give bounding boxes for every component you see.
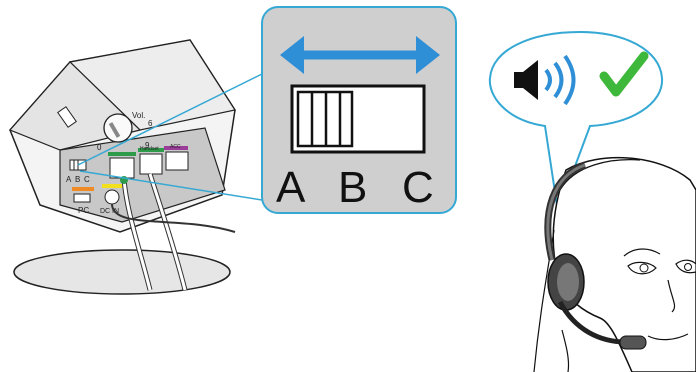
purple-port-strip (164, 146, 188, 150)
switch-zoom-panel: A B C (261, 6, 457, 214)
speaker-icon (514, 54, 576, 106)
volume-scale-mid: 6 (148, 119, 153, 128)
microphone (619, 335, 647, 350)
acc-port-label: ACC (170, 144, 181, 150)
base-switch-label-c: C (84, 175, 90, 184)
check-icon (599, 51, 649, 97)
base-stand (13, 249, 231, 295)
eye-left (627, 261, 657, 275)
pc-port-strip (72, 187, 94, 191)
volume-label: Vol. (132, 111, 145, 120)
dc-in-label: DC IN (100, 208, 119, 215)
base-switch-label-b: B (75, 175, 80, 184)
pc-port[interactable] (73, 193, 91, 203)
zoom-switch-label-c: C (402, 163, 434, 212)
telephone-port[interactable] (109, 157, 135, 179)
callout-line-top (77, 73, 263, 166)
handset-port[interactable] (139, 153, 163, 175)
acc-port[interactable] (165, 151, 189, 171)
double-arrow-icon (280, 36, 440, 74)
dc-in-port[interactable] (104, 189, 120, 205)
pc-port-label: PC (78, 206, 89, 215)
base-switch-label-a: A (66, 175, 72, 184)
dc-port-strip (102, 184, 122, 188)
callout-line-bottom (79, 170, 263, 201)
base-station: Vol. 0 6 9 Handset ACC A B C PC DC IN (8, 39, 236, 295)
mic-boom (557, 300, 627, 345)
green-port-strip (108, 152, 136, 156)
handset-port-label: Handset (140, 146, 159, 152)
volume-knob[interactable] (103, 113, 133, 143)
volume-scale-min: 0 (97, 143, 102, 152)
power-cable (111, 203, 236, 233)
headset-wearer (488, 30, 696, 372)
zoom-switch-label-a: A (276, 163, 306, 212)
volume-scale-max: 9 (145, 141, 150, 150)
zoom-switch-label-b: B (338, 163, 367, 212)
